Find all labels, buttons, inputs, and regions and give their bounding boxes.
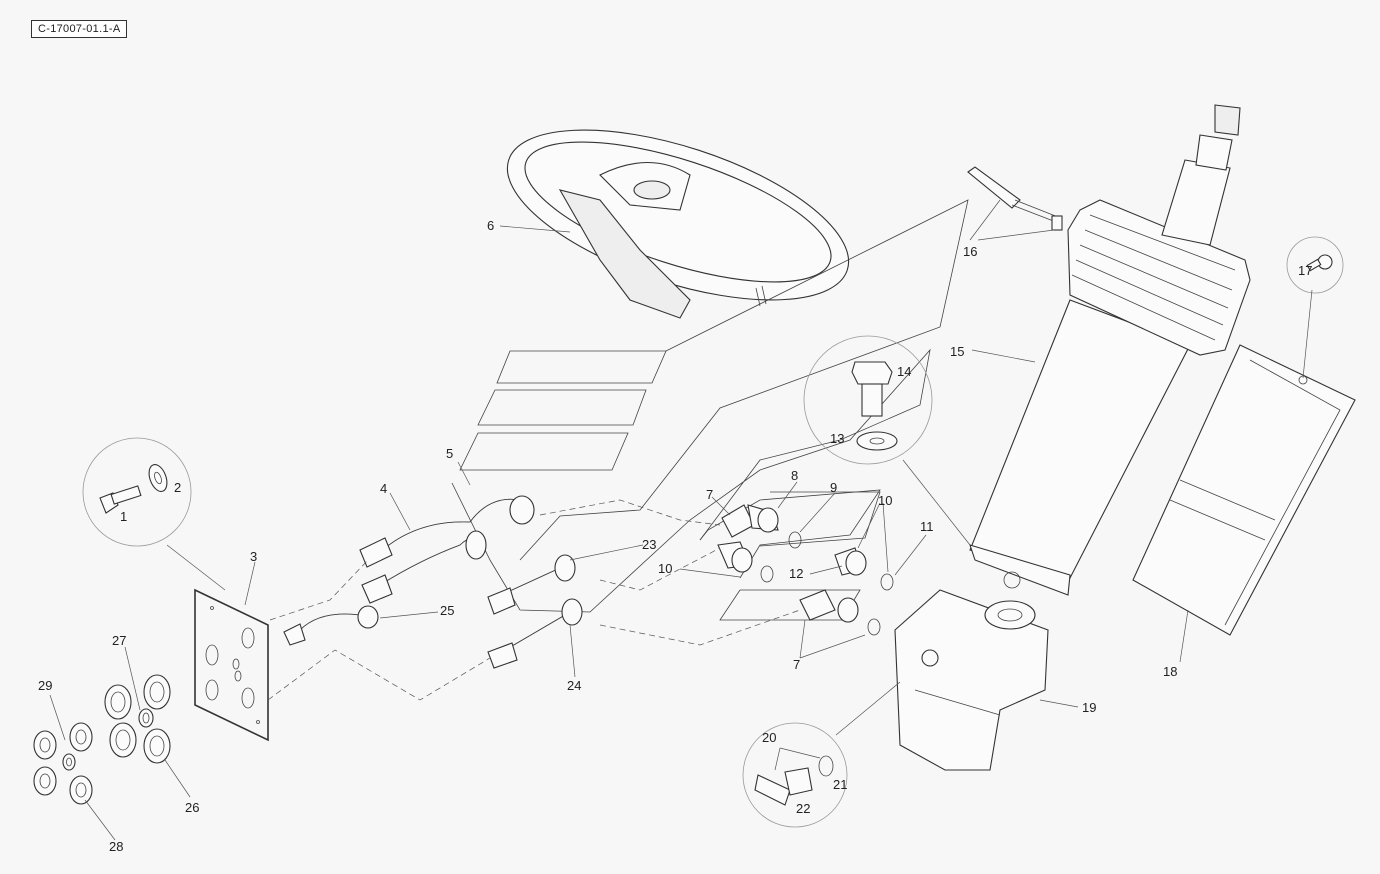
callout-20: 20 <box>762 730 776 745</box>
panel-outlines <box>451 199 969 621</box>
leader-lines <box>49 199 1189 841</box>
detail-bolt-washer <box>803 335 933 465</box>
callout-9: 9 <box>830 480 837 495</box>
callout-7b: 7 <box>793 657 800 672</box>
steering-wheel[interactable] <box>488 95 869 334</box>
callout-17: 17 <box>1298 263 1312 278</box>
callout-12: 12 <box>789 566 803 581</box>
callout-3: 3 <box>250 549 257 564</box>
callout-22: 22 <box>796 801 810 816</box>
assembly-dashed-lines <box>267 499 801 701</box>
detail-screw-17 <box>1286 236 1344 385</box>
callout-15: 15 <box>950 344 964 359</box>
callout-27: 27 <box>112 633 126 648</box>
callout-7a: 7 <box>706 487 713 502</box>
callout-14: 14 <box>897 364 911 379</box>
callout-23: 23 <box>642 537 656 552</box>
seal-rings[interactable] <box>104 674 171 764</box>
fittings-o-rings[interactable] <box>717 504 894 636</box>
steering-column[interactable] <box>969 104 1251 596</box>
detail-bolt-1-2 <box>82 437 192 547</box>
callout-21: 21 <box>833 777 847 792</box>
mounting-plate[interactable] <box>194 588 269 742</box>
callout-19: 19 <box>1082 700 1096 715</box>
callout-26: 26 <box>185 800 199 815</box>
callout-10a: 10 <box>878 493 892 508</box>
callout-2: 2 <box>174 480 181 495</box>
callout-29: 29 <box>38 678 52 693</box>
hex-nuts[interactable] <box>33 722 93 805</box>
callout-numbers: 1 2 3 4 5 6 7 7 8 9 10 10 11 12 13 14 15… <box>38 218 1312 854</box>
callout-5: 5 <box>446 446 453 461</box>
callout-10b: 10 <box>658 561 672 576</box>
callout-8: 8 <box>791 468 798 483</box>
callout-18: 18 <box>1163 664 1177 679</box>
detail-elbow-20-22 <box>742 681 901 828</box>
callout-1: 1 <box>120 509 127 524</box>
callout-4: 4 <box>380 481 387 496</box>
hydraulic-pipes[interactable] <box>283 495 583 669</box>
callout-24: 24 <box>567 678 581 693</box>
drawing-id-label: C-17007-01.1-A <box>31 20 128 38</box>
callout-6: 6 <box>487 218 494 233</box>
steering-unit[interactable] <box>894 589 1049 771</box>
adjustment-lever[interactable] <box>967 166 1063 231</box>
callout-13: 13 <box>830 431 844 446</box>
callout-25: 25 <box>440 603 454 618</box>
column-cover[interactable] <box>1132 344 1356 636</box>
callout-28: 28 <box>109 839 123 854</box>
callout-16: 16 <box>963 244 977 259</box>
callout-11: 11 <box>920 519 934 534</box>
